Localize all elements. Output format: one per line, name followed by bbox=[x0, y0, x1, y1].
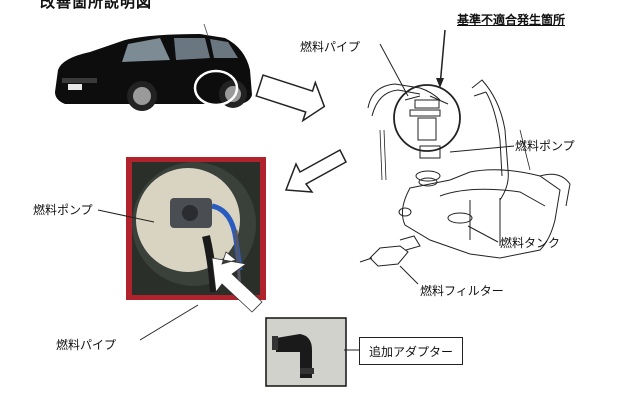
fuel-pump-label-left: 燃料ポンプ bbox=[33, 203, 93, 217]
arrow-car-to-drawing bbox=[255, 74, 326, 123]
diagram-title: 改善箇所説明図 bbox=[40, 0, 153, 11]
fuel-pipe-label-bottom: 燃料パイプ bbox=[56, 338, 117, 352]
pump-photo bbox=[126, 157, 266, 313]
adapter-photo bbox=[265, 317, 347, 387]
fuel-tank-label: 燃料タンク bbox=[500, 236, 561, 250]
defect-location-label: 基準不適合発生箇所 bbox=[457, 13, 566, 27]
fuel-pump-label-right: 燃料ポンプ bbox=[515, 139, 575, 153]
car-photo bbox=[55, 23, 252, 111]
arrow-drawing-to-photo bbox=[284, 148, 347, 193]
fuel-system-drawing bbox=[359, 29, 571, 285]
fuel-pipe-label-top: 燃料パイプ bbox=[300, 40, 361, 54]
added-adapter-label: 追加アダプター bbox=[359, 337, 463, 365]
fuel-filter-label: 燃料フィルター bbox=[420, 284, 504, 298]
